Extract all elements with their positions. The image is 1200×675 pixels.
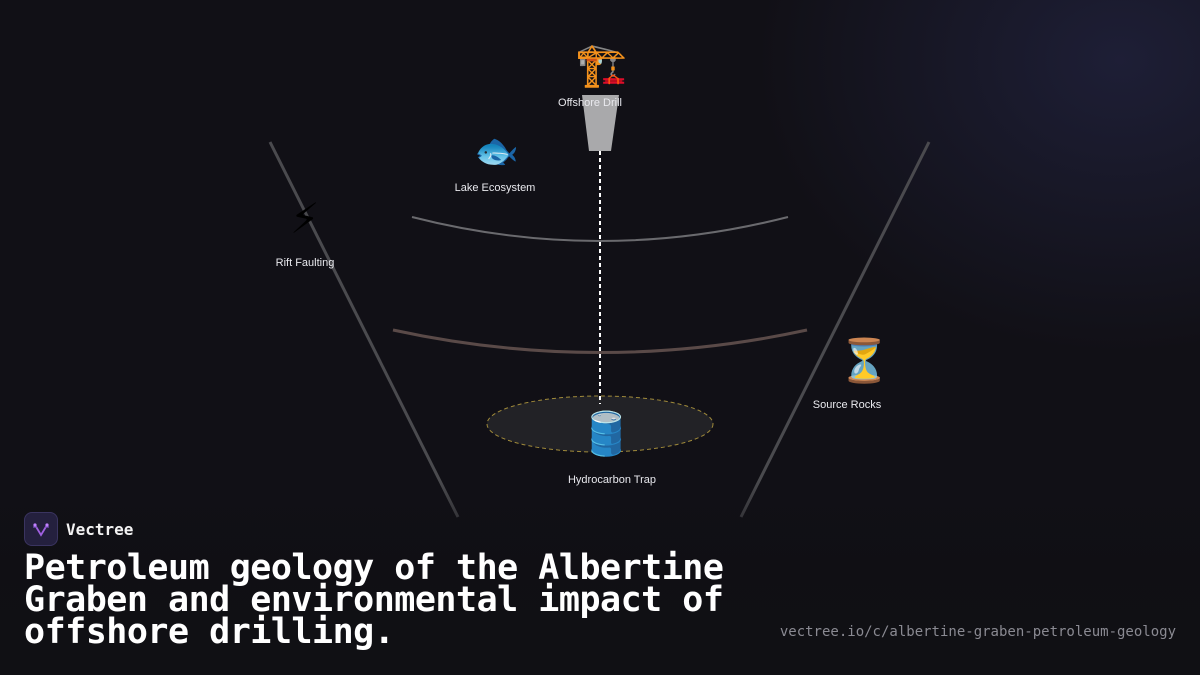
lightning-icon: ⚡ [290,194,320,243]
source-url[interactable]: vectree.io/c/albertine-graben-petroleum-… [779,624,1176,640]
upper-sediment-layer [411,216,789,242]
hourglass-icon: ⏳ [838,336,891,385]
lake-ecosystem-label: Lake Ecosystem [454,182,536,194]
lower-sediment-layer [392,328,808,354]
drill-funnel [582,95,619,151]
page-title: Petroleum geology of the Albertine Grabe… [24,548,724,652]
oil-barrel-icon: 🛢️ [580,409,633,458]
right-fault-line [739,141,931,518]
source-rocks-label: Source Rocks [812,399,882,411]
left-fault-line [268,141,460,518]
offshore-drill-label: Offshore Drill [558,97,622,109]
crane-icon: 🏗️ [575,40,628,89]
bottom-fade [0,480,1200,675]
vectree-logo-icon [24,512,58,546]
hydrocarbon-reservoir [486,395,714,453]
rift-faulting-label: Rift Faulting [275,257,335,269]
brand-name: Vectree [66,519,134,539]
fish-icon: 🐟 [474,131,519,172]
brand: Vectree [24,512,133,546]
